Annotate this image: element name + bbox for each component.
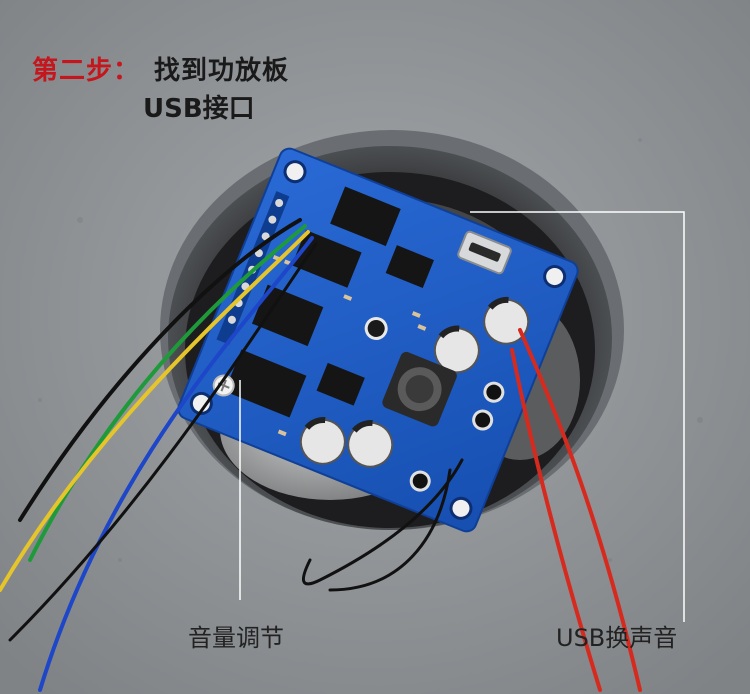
- callout-lines: [239, 211, 685, 622]
- ic-chip: [385, 245, 434, 288]
- ic-chip: [224, 349, 307, 418]
- step-heading: 第二步： 找到功放板: [32, 50, 289, 87]
- ic-chip: [330, 186, 401, 247]
- inductor: [382, 351, 457, 427]
- ic-chip: [251, 284, 324, 347]
- power-terminal: [483, 381, 505, 403]
- speaker-terminal: [409, 470, 431, 492]
- step-subtitle: USB接口: [143, 94, 255, 124]
- capacitor: [347, 419, 394, 468]
- concrete-texture: [38, 138, 703, 562]
- ic-chip: [316, 362, 365, 406]
- speaker-wire: [302, 458, 464, 592]
- power-terminal: [472, 409, 494, 431]
- power-wires: [510, 328, 642, 692]
- usb-port: [457, 230, 512, 275]
- volume-callout-label: 音量调节: [188, 624, 284, 652]
- step-number-label: 第二步：: [32, 56, 141, 86]
- capacitor: [299, 417, 346, 465]
- header-pins: [216, 191, 290, 345]
- usb-sound-callout-label: USB换声音: [556, 624, 678, 652]
- step-instruction: 找到功放板: [154, 56, 290, 86]
- signal-wires: [0, 218, 318, 692]
- capacitor: [483, 296, 530, 345]
